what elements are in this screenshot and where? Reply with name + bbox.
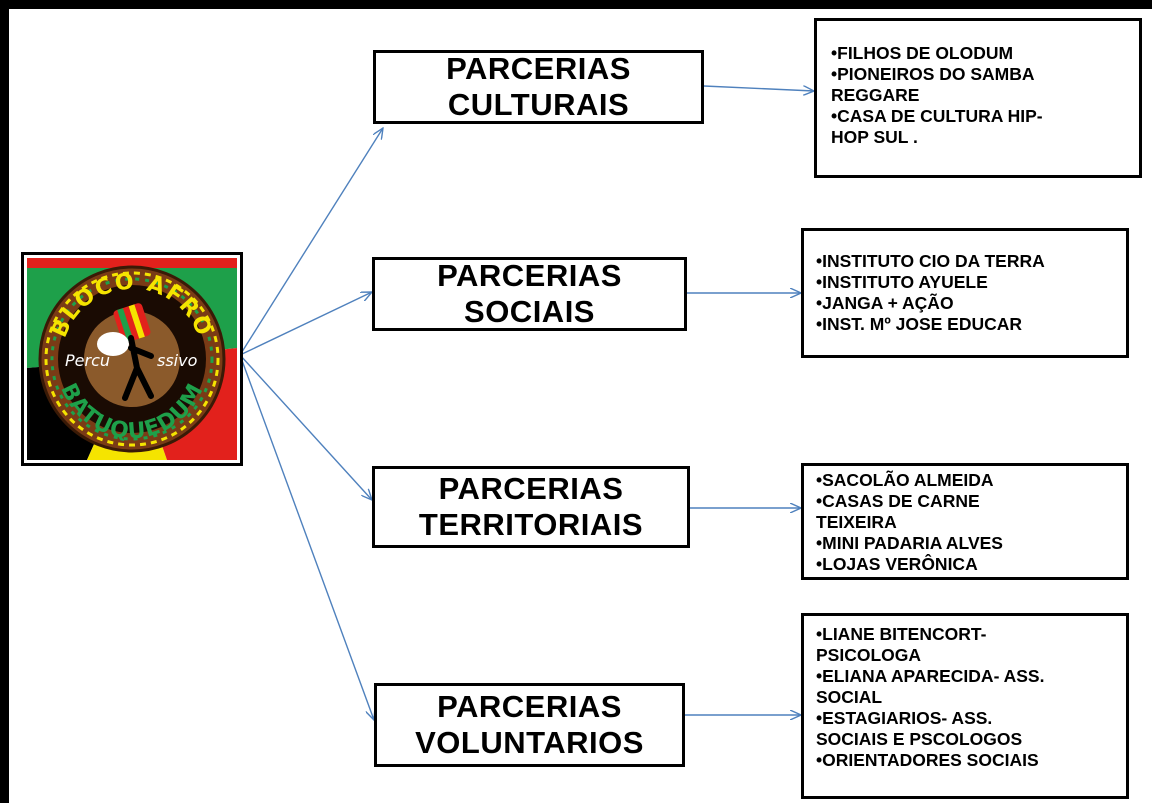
partner-list-voluntarios: •LIANE BITENCORT- PSICOLOGA •ELIANA APAR… <box>801 613 1129 799</box>
category-box-voluntarios: PARCERIAS VOLUNTARIOS <box>374 683 685 767</box>
category-box-sociais: PARCERIAS SOCIAIS <box>372 257 687 331</box>
arrow-logo-to-culturais <box>239 128 383 356</box>
list-item: •INSTITUTO CIO DA TERRA <box>816 251 1045 271</box>
category-line2: SOCIAIS <box>464 294 595 329</box>
category-line2: VOLUNTARIOS <box>415 725 644 760</box>
list-item: •JANGA + AÇÃO <box>816 293 954 313</box>
partner-list-territoriais: •SACOLÃO ALMEIDA •CASAS DE CARNE TEIXEIR… <box>801 463 1129 580</box>
logo-mid-left: Percu <box>65 351 110 370</box>
category-line1: PARCERIAS <box>438 471 624 506</box>
list-item: •LIANE BITENCORT- <box>816 624 987 644</box>
category-box-territoriais: PARCERIAS TERRITORIAIS <box>372 466 690 548</box>
list-item: •INSTITUTO AYUELE <box>816 272 988 292</box>
category-line2: CULTURAIS <box>447 87 630 122</box>
list-item: SOCIAIS E PSCOLOGOS <box>816 729 1023 749</box>
list-item: •CASA DE CULTURA HIP- <box>831 106 1043 126</box>
list-item: •ELIANA APARECIDA- ASS. <box>816 666 1045 686</box>
category-line2: TERRITORIAIS <box>418 507 644 542</box>
category-box-culturais: PARCERIAS CULTURAIS <box>373 50 704 124</box>
bloco-afro-logo: BLOCO AFRO BATUQUEDUM Percu ssivo <box>21 252 243 466</box>
list-item: •SACOLÃO ALMEIDA <box>816 470 994 490</box>
list-item: HOP SUL . <box>831 127 918 147</box>
partner-list-culturais: •FILHOS DE OLODUM •PIONEIROS DO SAMBA RE… <box>814 18 1142 178</box>
partner-list-sociais: •INSTITUTO CIO DA TERRA •INSTITUTO AYUEL… <box>801 228 1129 358</box>
arrow-culturais-to-list <box>703 85 814 91</box>
list-item: SOCIAL <box>816 687 883 707</box>
list-item: TEIXEIRA <box>816 512 897 532</box>
list-item: PSICOLOGA <box>816 645 922 665</box>
arrow-logo-to-territoriais <box>239 354 372 500</box>
list-item: •PIONEIROS DO SAMBA <box>831 64 1035 84</box>
list-item: •FILHOS DE OLODUM <box>831 43 1014 63</box>
list-item: •ORIENTADORES SOCIAIS <box>816 750 1039 770</box>
list-item: •MINI PADARIA ALVES <box>816 533 1003 553</box>
list-item: •LOJAS VERÔNICA <box>816 554 978 574</box>
logo-mid-right: ssivo <box>157 351 198 370</box>
category-line1: PARCERIAS <box>446 51 631 86</box>
arrow-logo-to-sociais <box>239 292 372 356</box>
list-item: •ESTAGIARIOS- ASS. <box>816 708 993 728</box>
list-item: •CASAS DE CARNE <box>816 491 980 511</box>
category-line1: PARCERIAS <box>437 689 622 724</box>
list-item: •INST. Mº JOSE EDUCAR <box>816 314 1023 334</box>
category-line1: PARCERIAS <box>437 258 622 293</box>
list-item: REGGARE <box>831 85 920 105</box>
arrow-logo-to-voluntarios <box>239 354 374 720</box>
